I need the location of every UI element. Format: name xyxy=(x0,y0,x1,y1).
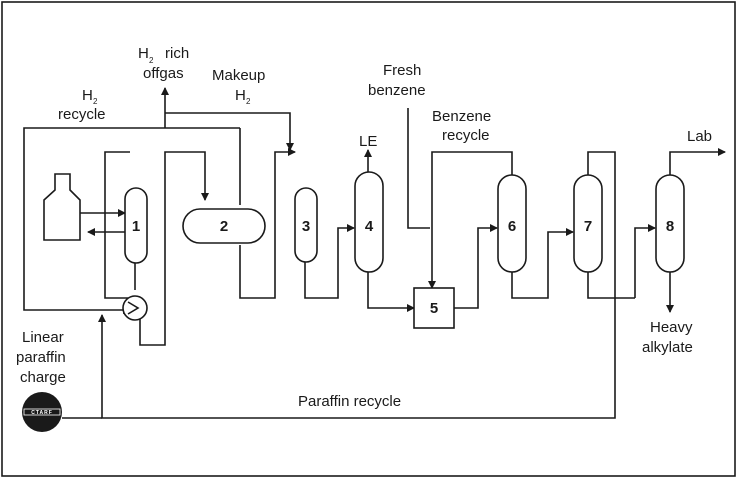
paraffin-recycle-line xyxy=(98,228,616,419)
column-6 xyxy=(497,174,527,273)
label-benzene-recycle-1: Benzene xyxy=(432,108,491,125)
separator-2 xyxy=(182,208,266,244)
label-h2-rich-offgas-rich: rich xyxy=(165,45,189,62)
benzene-recycle-line xyxy=(428,151,513,289)
label-h2-recycle-h: H xyxy=(82,87,93,104)
label-heavy-alkylate: Heavy alkylate xyxy=(642,319,693,356)
label-benzene-recycle: Benzene recycle xyxy=(432,108,491,144)
heat-exchanger-shell xyxy=(122,295,148,321)
label-makeup-sub: 2 xyxy=(246,97,251,106)
reactor5-to-column6-line xyxy=(454,224,498,309)
unit-number-7: 7 xyxy=(584,218,592,235)
column6-to-column7-line xyxy=(511,228,574,299)
start-logo-band xyxy=(23,408,61,416)
start-logo: CTARF xyxy=(22,392,62,432)
column-4 xyxy=(354,171,384,273)
unit-number-4: 4 xyxy=(365,218,374,235)
label-lab: Lab xyxy=(687,128,712,145)
column-8 xyxy=(655,174,685,273)
column-7 xyxy=(573,174,603,273)
label-le: LE xyxy=(359,133,377,150)
column7-overhead-line xyxy=(587,151,616,228)
label-h2-rich-offgas-sub: 2 xyxy=(149,56,154,65)
unit-number-1: 1 xyxy=(132,218,140,235)
fresh-benzene-line xyxy=(407,108,430,229)
label-h2-rich-offgas-h: H xyxy=(138,45,149,62)
label-makeup: Makeup xyxy=(212,67,265,84)
unit-number-5: 5 xyxy=(430,300,438,317)
lab-outlet-line xyxy=(669,148,726,178)
makeup-h2-line xyxy=(165,112,294,151)
label-paraffin-recycle: Paraffin recycle xyxy=(298,393,401,410)
fired-heater xyxy=(43,173,81,241)
label-linear-paraffin-charge: Linear paraffin charge xyxy=(16,329,66,386)
label-heavy: Heavy xyxy=(650,319,693,336)
reactor-1 xyxy=(124,187,148,264)
unit-number-2: 2 xyxy=(220,218,228,235)
separator-to-column3-line xyxy=(239,148,296,299)
label-h2-rich-offgas: H 2 rich offgas xyxy=(138,45,189,82)
piping xyxy=(23,87,726,419)
unit-number-8: 8 xyxy=(666,218,674,235)
label-h2-recycle: H 2 recycle xyxy=(58,87,106,123)
label-h2-recycle-sub: 2 xyxy=(93,97,98,106)
label-benzene: benzene xyxy=(368,82,426,99)
start-logo-text: CTARF xyxy=(31,410,53,416)
column-3 xyxy=(294,187,318,263)
column4-to-reactor5-line xyxy=(367,272,415,312)
label-charge: charge xyxy=(20,369,66,386)
label-paraffin: paraffin xyxy=(16,349,66,366)
h2-recycle-line xyxy=(23,127,240,314)
column7-to-column8-line xyxy=(634,224,656,298)
label-linear: Linear xyxy=(22,329,64,346)
unit-number-3: 3 xyxy=(302,218,310,235)
label-h2-recycle-recycle: recycle xyxy=(58,106,106,123)
column3-to-column4-line xyxy=(304,224,355,299)
column7-bottom-line xyxy=(587,272,635,299)
label-fresh-benzene: Fresh benzene xyxy=(368,62,426,99)
heat-exchanger xyxy=(122,295,148,321)
reactor1-feed-line xyxy=(104,151,130,299)
label-benzene-recycle-2: recycle xyxy=(442,127,490,144)
heat-exchanger-tube xyxy=(127,301,140,315)
label-makeup-h: H xyxy=(235,87,246,104)
label-alkylate: alkylate xyxy=(642,339,693,356)
label-fresh: Fresh xyxy=(383,62,421,79)
alkylation-reactor-5 xyxy=(413,287,455,329)
label-h2-rich-offgas-offgas: offgas xyxy=(143,65,184,82)
unit-number-6: 6 xyxy=(508,218,516,235)
label-makeup-h2: Makeup H 2 xyxy=(212,67,265,106)
exchanger-to-separator-line xyxy=(139,151,209,346)
